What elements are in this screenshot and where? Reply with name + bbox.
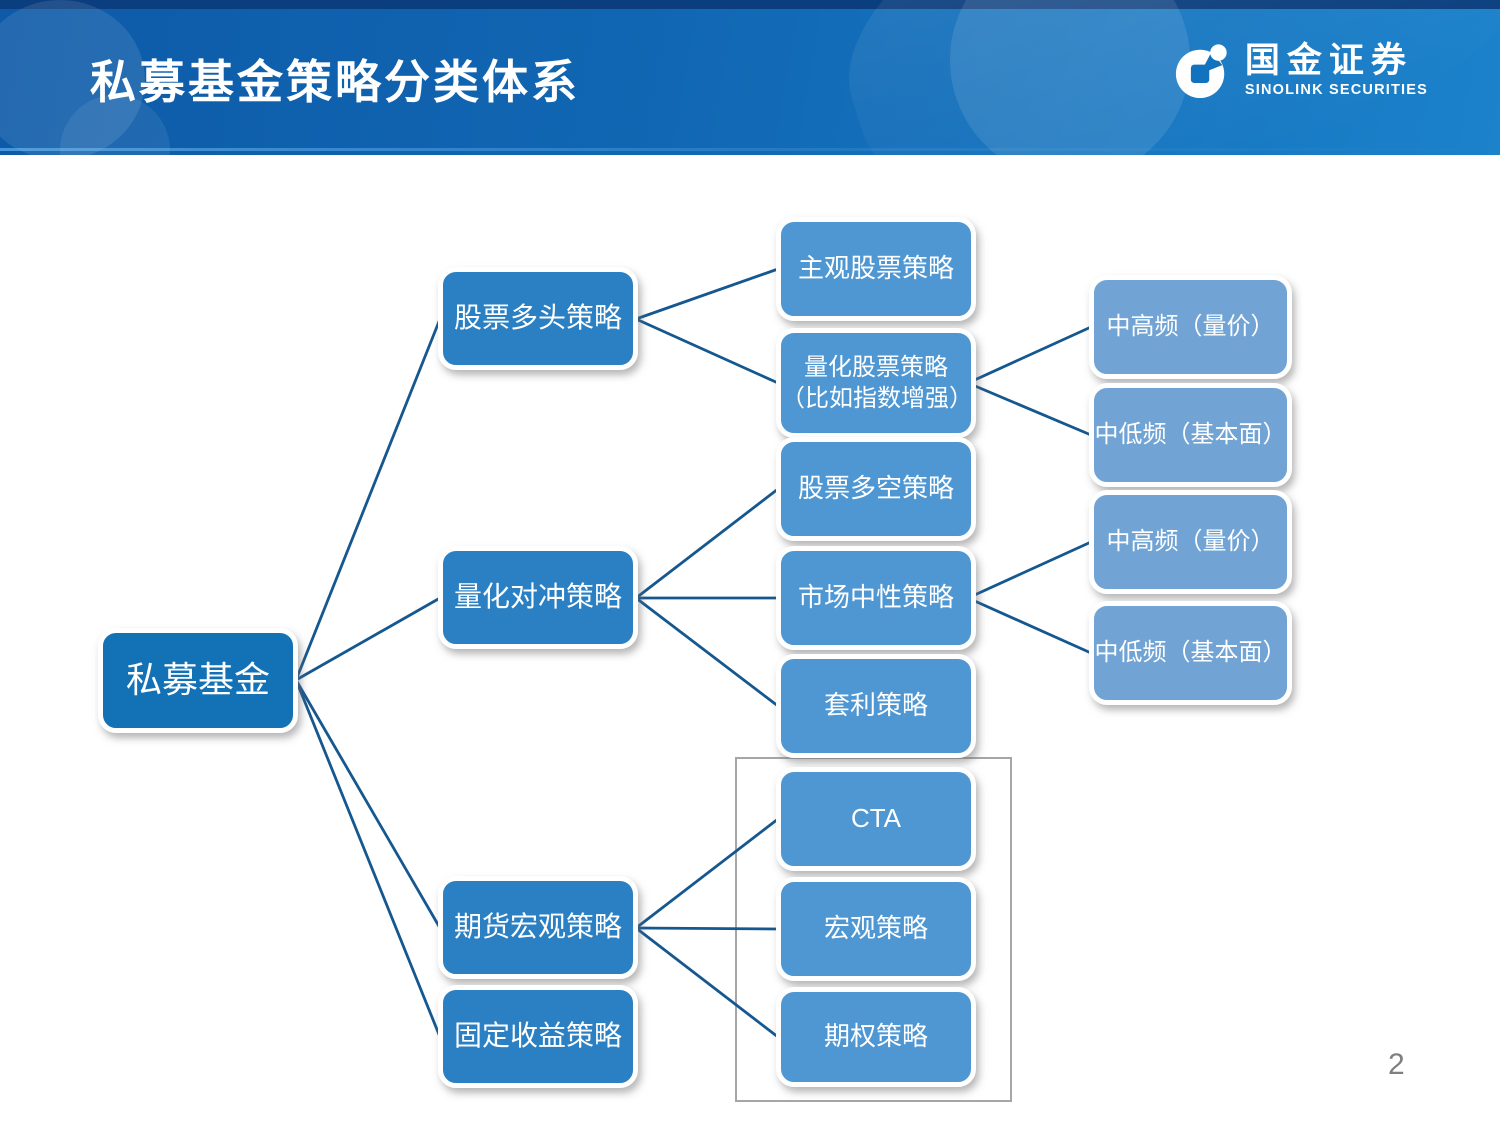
node-mid-high-freq-price-volume-1: 中高频（量价） — [1089, 275, 1292, 379]
node-mid-low-freq-fundamental-1: 中低频（基本面） — [1089, 383, 1292, 487]
slide-header: 私募基金策略分类体系 国金证券 SINOLINK SECURITIES — [0, 0, 1500, 155]
node-label: 市场中性策略 — [797, 582, 954, 613]
connector-line — [967, 325, 1092, 385]
connector-line — [635, 317, 779, 385]
node-label: 中低频（基本面） — [1094, 421, 1287, 449]
node-label: 套利策略 — [823, 690, 928, 721]
connector-line — [967, 381, 1092, 437]
node-arbitrage-strategy: 套利策略 — [776, 654, 976, 758]
node-mid-high-freq-price-volume-2: 中高频（量价） — [1089, 490, 1292, 594]
node-quant-stock-strategy: 量化股票策略 （比如指数增强） — [776, 328, 976, 438]
node-label: 期权策略 — [823, 1021, 928, 1052]
node-label: 固定收益策略 — [453, 1020, 622, 1052]
header-decoration-circle — [0, 0, 145, 155]
node-label: 量化对冲策略 — [453, 581, 622, 613]
node-label: 中高频（量价） — [1106, 313, 1275, 341]
node-label: 中高频（量价） — [1106, 528, 1275, 556]
node-futures-macro-strategy: 期货宏观策略 — [438, 876, 638, 979]
connector-line — [967, 596, 1092, 655]
page-number: 2 — [1388, 1048, 1405, 1081]
node-label: 中低频（基本面） — [1094, 639, 1287, 667]
node-label: 股票多头策略 — [453, 302, 622, 334]
node-market-neutral-strategy: 市场中性策略 — [776, 546, 976, 650]
connector-line — [635, 267, 779, 321]
sinolink-logo: 国金证券 SINOLINK SECURITIES — [1173, 40, 1428, 100]
connector-line — [635, 926, 779, 1039]
node-label: 私募基金 — [125, 659, 270, 701]
node-subjective-stock-strategy: 主观股票策略 — [776, 217, 976, 321]
node-sublabel: （比如指数增强） — [781, 385, 973, 412]
node-label: 股票多空策略 — [797, 473, 954, 504]
node-label: 期货宏观策略 — [453, 911, 622, 943]
node-stock-long-short-strategy: 股票多空策略 — [776, 437, 976, 541]
node-cta-strategy: CTA — [776, 767, 976, 871]
page-title: 私募基金策略分类体系 — [90, 56, 580, 108]
node-label: 量化股票策略 — [804, 353, 948, 381]
connector-line — [967, 540, 1092, 600]
node-mid-low-freq-fundamental-2: 中低频（基本面） — [1089, 601, 1292, 705]
logo-text: 国金证券 SINOLINK SECURITIES — [1245, 43, 1428, 98]
node-private-fund: 私募基金 — [98, 628, 298, 733]
connector-line — [635, 926, 779, 931]
node-label: CTA — [850, 803, 902, 834]
node-label: 主观股票策略 — [797, 253, 954, 284]
connector-line — [294, 318, 442, 681]
connector-line — [635, 817, 779, 930]
node-options-strategy: 期权策略 — [776, 987, 976, 1087]
node-stock-long-strategy: 股票多头策略 — [438, 267, 638, 370]
connector-line — [294, 679, 442, 1038]
connector-line — [294, 679, 442, 929]
sinolink-shutter-icon — [1175, 44, 1227, 99]
node-macro-strategy: 宏观策略 — [776, 877, 976, 981]
logo-name-cn: 国金证券 — [1244, 40, 1413, 80]
logo-name-en: SINOLINK SECURITIES — [1244, 81, 1428, 98]
connector-line — [635, 487, 779, 600]
node-label: 宏观策略 — [823, 913, 928, 944]
connector-line — [635, 596, 779, 708]
header-decoration-circle — [950, 0, 1190, 155]
node-fixed-income-strategy: 固定收益策略 — [438, 985, 638, 1088]
connector-line — [295, 596, 441, 682]
node-quant-hedge-strategy: 量化对冲策略 — [438, 546, 638, 649]
